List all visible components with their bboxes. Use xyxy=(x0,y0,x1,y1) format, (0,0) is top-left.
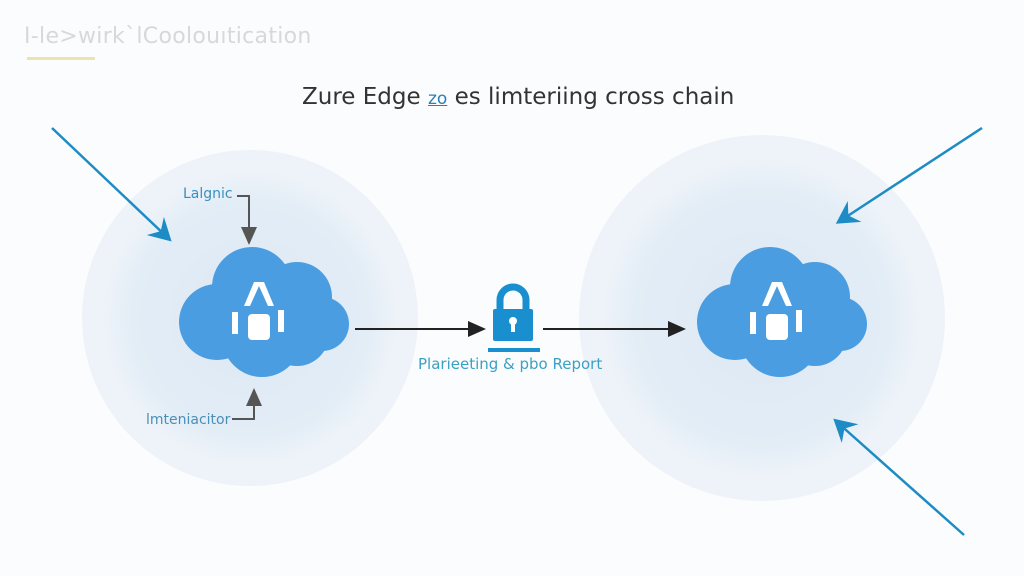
right-cloud-icon xyxy=(697,247,867,377)
incoming-arrow-top-left xyxy=(51,127,172,242)
left-node-top-label: Lalgnic xyxy=(183,186,233,202)
title-link[interactable]: zo xyxy=(427,89,448,109)
incoming-arrow-top-right xyxy=(835,126,983,224)
label-top-pointer xyxy=(237,195,257,245)
brand-underline xyxy=(27,57,95,60)
title-start: Zure Edge xyxy=(302,84,428,110)
left-cloud-icon xyxy=(179,247,349,377)
title-end: es limteriing cross chain xyxy=(447,84,735,110)
label-bottom-pointer xyxy=(232,388,262,420)
padlock-icon xyxy=(488,283,540,352)
page-title: Zure Edge zo es limteriing cross chain xyxy=(302,84,734,110)
lock-label: Plarieeting & pbo Report xyxy=(418,355,603,373)
brand-logo-text: I-le>wirk`lCoolouıtication xyxy=(24,24,312,49)
incoming-arrow-bottom-right xyxy=(833,418,965,536)
left-node-bottom-label: lmteniacitor xyxy=(146,412,231,428)
